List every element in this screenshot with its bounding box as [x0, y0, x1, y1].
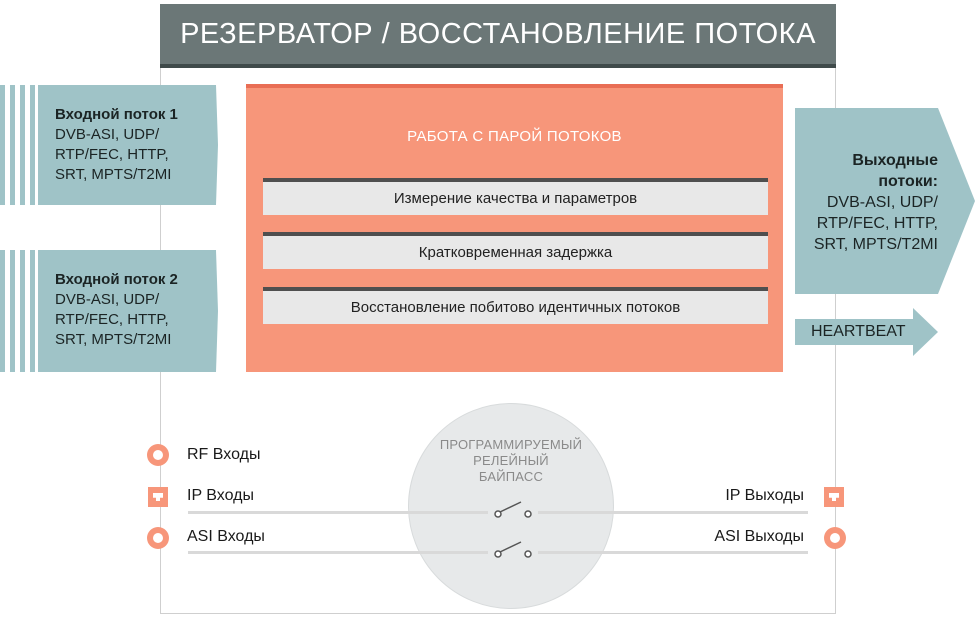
- stream-pair-processing-box: РАБОТА С ПАРОЙ ПОТОКОВ Измерение качеств…: [246, 84, 783, 372]
- output-streams-line: RTP/FEC, HTTP,: [816, 215, 938, 232]
- ip-outputs-label: IP Выходы: [725, 487, 804, 504]
- ethernet-port-icon: [148, 487, 168, 507]
- output-streams-line: SRT, MPTS/T2MI: [813, 236, 938, 253]
- heartbeat-label: HEARTBEAT: [811, 323, 906, 340]
- relay-bypass-label: ПРОГРАММИРУЕМЫЙ РЕЛЕЙНЫЙ БАЙПАСС: [408, 437, 614, 485]
- asi-port-icon: [824, 527, 846, 549]
- asi-outputs-label: ASI Выходы: [714, 528, 804, 545]
- input-1-stripe: [20, 85, 25, 205]
- input-2-stripe: [0, 250, 5, 372]
- relay-switch-icon: [488, 501, 538, 558]
- input-stream-2-title: Входной поток 2: [55, 271, 178, 288]
- input-1-stripe: [10, 85, 15, 205]
- diagram-title: РЕЗЕРВАТОР / ВОССТАНОВЛЕНИЕ ПОТОКА: [180, 17, 816, 50]
- input-stream-1-arrow: Входной поток 1 DVB-ASI, UDP/ RTP/FEC, H…: [38, 85, 218, 205]
- input-stream-2-line: RTP/FEC, HTTP,: [55, 311, 169, 328]
- ethernet-port-icon: [824, 487, 844, 507]
- relay-bypass-line: ПРОГРАММИРУЕМЫЙ: [439, 437, 583, 452]
- relay-bypass-line: РЕЛЕЙНЫЙ: [473, 453, 549, 468]
- relay-bypass-line: БАЙПАСС: [478, 469, 544, 484]
- ip-inputs-label: IP Входы: [187, 487, 254, 504]
- input-stream-1-line: RTP/FEC, HTTP,: [55, 146, 169, 163]
- output-streams-line: DVB-ASI, UDP/: [826, 194, 938, 211]
- input-stream-1-line: SRT, MPTS/T2MI: [55, 166, 172, 183]
- input-2-stripe: [30, 250, 35, 372]
- input-stream-1-title: Входной поток 1: [55, 106, 178, 123]
- input-2-stripe: [20, 250, 25, 372]
- function-label: Восстановление побитово идентичных поток…: [350, 299, 681, 316]
- input-stream-2-line: SRT, MPTS/T2MI: [55, 331, 172, 348]
- input-1-stripe: [0, 85, 5, 205]
- function-bit-identical-recovery: Восстановление побитово идентичных поток…: [263, 287, 768, 324]
- output-streams-title: потоки:: [878, 173, 938, 190]
- output-streams-arrow: Выходные потоки: DVB-ASI, UDP/ RTP/FEC, …: [795, 108, 975, 294]
- output-streams-title: Выходные: [852, 152, 938, 169]
- asi-port-icon: [147, 527, 169, 549]
- function-short-delay: Кратковременная задержка: [263, 232, 768, 269]
- function-label: Кратковременная задержка: [418, 244, 613, 261]
- relay-bypass-circle: [408, 403, 614, 609]
- input-stream-1-line: DVB-ASI, UDP/: [55, 126, 160, 143]
- input-stream-2-arrow: Входной поток 2 DVB-ASI, UDP/ RTP/FEC, H…: [38, 250, 218, 372]
- rf-inputs-label: RF Входы: [187, 446, 261, 463]
- function-label: Измерение качества и параметров: [393, 190, 638, 207]
- input-2-stripe: [10, 250, 15, 372]
- rf-port-icon: [147, 444, 169, 466]
- input-1-stripe: [30, 85, 35, 205]
- title-banner: РЕЗЕРВАТОР / ВОССТАНОВЛЕНИЕ ПОТОКА: [160, 4, 836, 68]
- function-quality-measurement: Измерение качества и параметров: [263, 178, 768, 215]
- input-stream-2-line: DVB-ASI, UDP/: [55, 291, 160, 308]
- asi-inputs-label: ASI Входы: [187, 528, 265, 545]
- core-title: РАБОТА С ПАРОЙ ПОТОКОВ: [407, 128, 622, 145]
